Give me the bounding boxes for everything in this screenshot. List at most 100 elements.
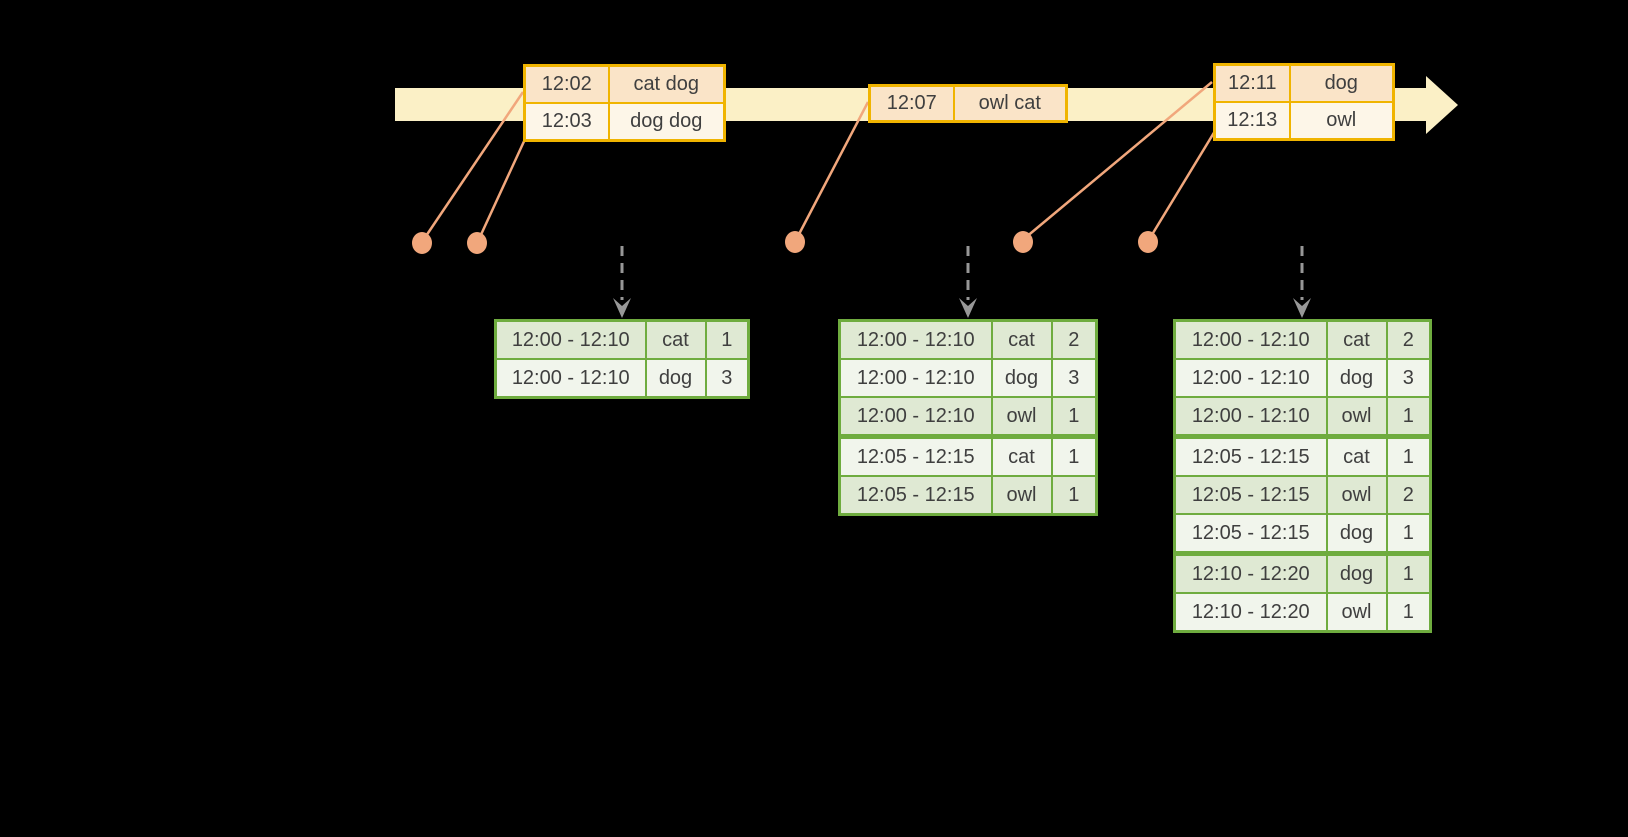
cell-window: 12:10 - 12:20 xyxy=(1173,551,1328,594)
trigger-arrowhead-icon xyxy=(1293,298,1311,318)
cell-window: 12:00 - 12:10 xyxy=(1173,319,1328,360)
event-dot-icon xyxy=(1138,231,1158,253)
cell-word: owl xyxy=(1325,592,1388,633)
cell-words: owl cat xyxy=(952,84,1068,123)
event-dots xyxy=(412,231,1158,254)
cell-word: dog xyxy=(1325,551,1388,594)
cell-word: owl xyxy=(1325,396,1388,438)
cell-count: 1 xyxy=(1385,551,1432,594)
cell-word: dog xyxy=(1325,358,1388,398)
cell-time: 12:11 xyxy=(1213,63,1291,103)
cell-time: 12:03 xyxy=(523,102,610,142)
cell-count: 1 xyxy=(1385,396,1432,438)
cell-count: 2 xyxy=(1385,475,1432,515)
cell-count: 3 xyxy=(704,358,750,399)
trigger-arrowhead-icon xyxy=(613,298,631,318)
cell-count: 1 xyxy=(1385,513,1432,555)
cell-time: 12:07 xyxy=(868,84,955,123)
cell-count: 1 xyxy=(1050,396,1098,438)
event-dot-icon xyxy=(1013,231,1033,253)
cell-word: cat xyxy=(644,319,707,360)
event-dot-icon xyxy=(467,232,487,254)
cell-word: dog xyxy=(644,358,707,399)
event-connector-lines xyxy=(422,81,1220,240)
cell-count: 2 xyxy=(1050,319,1098,360)
cell-word: owl xyxy=(1325,475,1388,515)
cell-window: 12:00 - 12:10 xyxy=(838,319,993,360)
cell-word: cat xyxy=(1325,434,1388,477)
cell-window: 12:00 - 12:10 xyxy=(838,396,993,438)
event-connector-line xyxy=(422,91,525,240)
cell-count: 2 xyxy=(1385,319,1432,360)
event-connector-line xyxy=(1148,125,1220,239)
cell-window: 12:00 - 12:10 xyxy=(1173,396,1328,438)
cell-window: 12:05 - 12:15 xyxy=(1173,434,1328,477)
cell-window: 12:00 - 12:10 xyxy=(838,358,993,398)
cell-words: owl xyxy=(1288,101,1395,141)
event-dot-icon xyxy=(785,231,805,253)
trigger-arrowhead-icon xyxy=(959,298,977,318)
cell-word: owl xyxy=(990,475,1053,516)
cell-window: 12:05 - 12:15 xyxy=(1173,475,1328,515)
cell-window: 12:05 - 12:15 xyxy=(1173,513,1328,555)
cell-word: owl xyxy=(990,396,1053,438)
cell-window: 12:00 - 12:10 xyxy=(1173,358,1328,398)
event-connector-line xyxy=(1024,81,1213,239)
cell-words: cat dog xyxy=(607,64,726,104)
cell-window: 12:05 - 12:15 xyxy=(838,434,993,477)
cell-count: 1 xyxy=(1050,475,1098,516)
event-connector-line xyxy=(477,136,528,240)
cell-window: 12:00 - 12:10 xyxy=(494,358,647,399)
cell-count: 1 xyxy=(1385,434,1432,477)
cell-word: dog xyxy=(1325,513,1388,555)
trigger-arrowheads xyxy=(613,298,1311,318)
cell-words: dog xyxy=(1288,63,1395,103)
event-dot-icon xyxy=(412,232,432,254)
cell-count: 3 xyxy=(1385,358,1432,398)
cell-window: 12:10 - 12:20 xyxy=(1173,592,1328,633)
cell-count: 1 xyxy=(1385,592,1432,633)
cell-word: dog xyxy=(990,358,1053,398)
cell-words: dog dog xyxy=(607,102,726,142)
cell-window: 12:00 - 12:10 xyxy=(494,319,647,360)
cell-window: 12:05 - 12:15 xyxy=(838,475,993,516)
cell-count: 1 xyxy=(1050,434,1098,477)
cell-count: 3 xyxy=(1050,358,1098,398)
cell-word: cat xyxy=(990,434,1053,477)
event-connector-line xyxy=(795,101,870,239)
cell-time: 12:02 xyxy=(523,64,610,104)
cell-word: cat xyxy=(1325,319,1388,360)
cell-time: 12:13 xyxy=(1213,101,1291,141)
cell-word: cat xyxy=(990,319,1053,360)
cell-count: 1 xyxy=(704,319,750,360)
timeline-arrowhead-icon xyxy=(1426,76,1458,134)
